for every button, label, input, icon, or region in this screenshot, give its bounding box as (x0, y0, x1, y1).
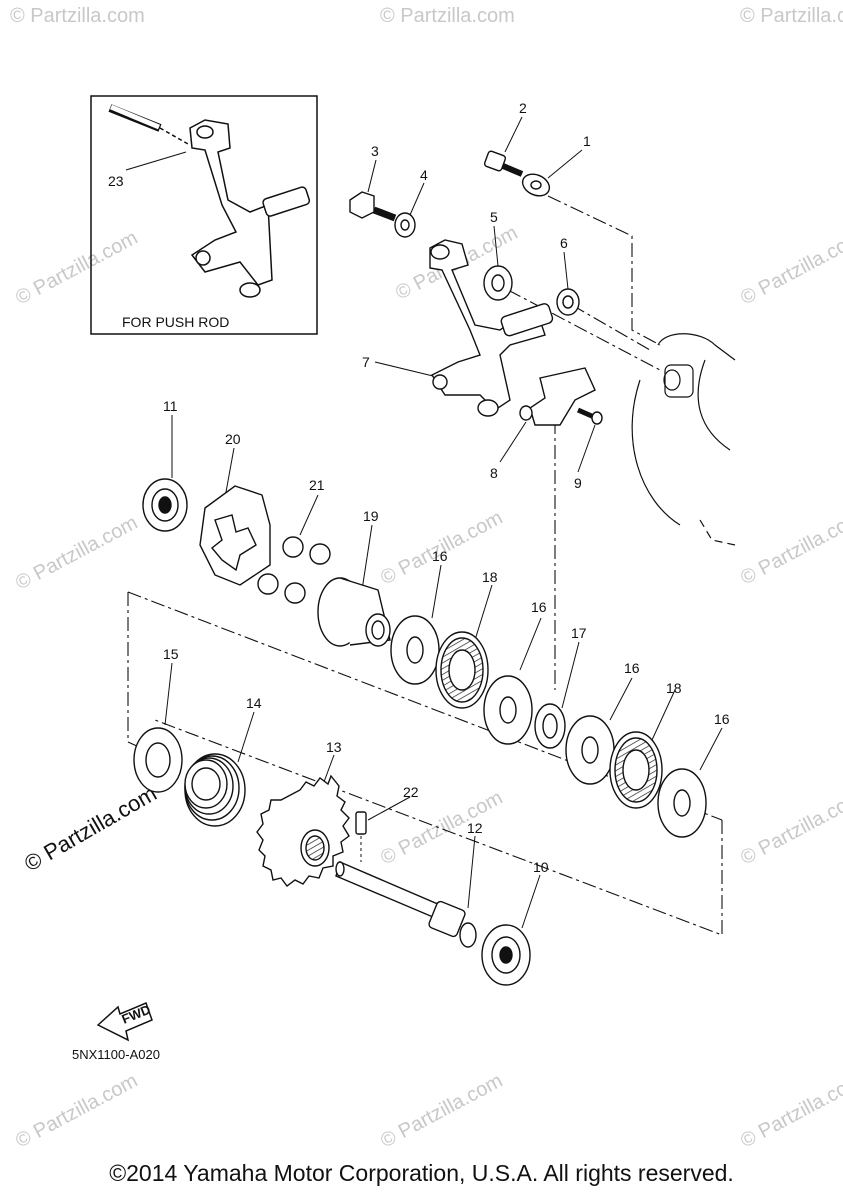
watermark-text: © Partzilla.com (12, 512, 141, 595)
callout-10: 10 (533, 859, 549, 875)
shift-lever-assembly (349, 150, 603, 426)
fwd-arrow-icon (96, 1001, 153, 1042)
callout-17: 17 (571, 625, 587, 641)
push-rod-inset (90, 95, 318, 335)
callout-7: 7 (362, 354, 370, 370)
watermark-text: © Partzilla.com (737, 227, 843, 310)
callout-11: 11 (163, 398, 178, 414)
watermark-text: © Partzilla.com (380, 5, 515, 27)
watermark-text: © Partzilla.com (12, 1070, 141, 1153)
callout-19: 19 (363, 508, 379, 524)
watermark-text: © Partzilla.com (737, 787, 843, 870)
callout-14: 14 (246, 695, 262, 711)
callout-16-d: 16 (714, 711, 730, 727)
callout-13: 13 (326, 739, 342, 755)
callout-15: 15 (163, 646, 179, 662)
callout-labels: 1 2 3 4 5 6 7 8 9 10 11 12 13 14 15 16 1… (108, 100, 730, 875)
callout-4: 4 (420, 167, 428, 183)
watermark-text: © Partzilla.com (377, 1070, 506, 1153)
watermark-text: © Partzilla.com (737, 1070, 843, 1153)
callout-9: 9 (574, 475, 582, 491)
inset-label: FOR PUSH ROD (122, 314, 229, 330)
kick-shaft-components (142, 478, 707, 838)
watermark-text: © Partzilla.com (12, 227, 141, 310)
callout-23: 23 (108, 173, 124, 189)
kick-gear-components (133, 727, 531, 986)
callout-5: 5 (490, 209, 498, 225)
watermark-text: © Partzilla.com (737, 507, 843, 590)
callout-1: 1 (583, 133, 591, 149)
engine-case (631, 333, 736, 546)
partzilla-brand-mark: © Partzilla.com (20, 781, 161, 877)
callout-3: 3 (371, 143, 379, 159)
callout-16-c: 16 (624, 660, 640, 676)
callout-12: 12 (467, 820, 483, 836)
copyright-footer: ©2014 Yamaha Motor Corporation, U.S.A. A… (109, 1160, 734, 1186)
callout-18-a: 18 (482, 569, 498, 585)
leader-lines (125, 116, 723, 929)
callout-21: 21 (309, 477, 325, 493)
callout-6: 6 (560, 235, 568, 251)
watermark-text: © Partzilla.com (377, 787, 506, 870)
watermark-text: © Partzilla.com (10, 5, 145, 27)
diagram-code: 5NX1100-A020 (72, 1047, 160, 1062)
callout-8: 8 (490, 465, 498, 481)
callout-20: 20 (225, 431, 241, 447)
callout-16-a: 16 (432, 548, 448, 564)
callout-16-b: 16 (531, 599, 547, 615)
callout-2: 2 (519, 100, 527, 116)
callout-18-b: 18 (666, 680, 682, 696)
watermark-text: © Partzilla.com (740, 5, 843, 27)
callout-22: 22 (403, 784, 419, 800)
